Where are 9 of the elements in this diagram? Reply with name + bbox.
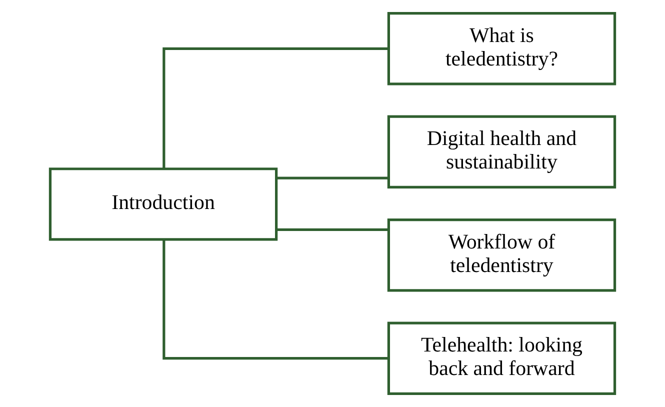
node-box: Digital health and sustainability — [387, 115, 616, 188]
node-box: What is teledentistry? — [387, 12, 616, 86]
node-box: Workflow of teledentistry — [387, 218, 616, 292]
connector — [276, 228, 389, 231]
connector — [276, 176, 389, 180]
connector — [162, 240, 388, 360]
node-box: Telehealth: looking back and forward — [387, 322, 616, 395]
node-box: Introduction — [48, 168, 278, 241]
connector — [162, 47, 388, 169]
